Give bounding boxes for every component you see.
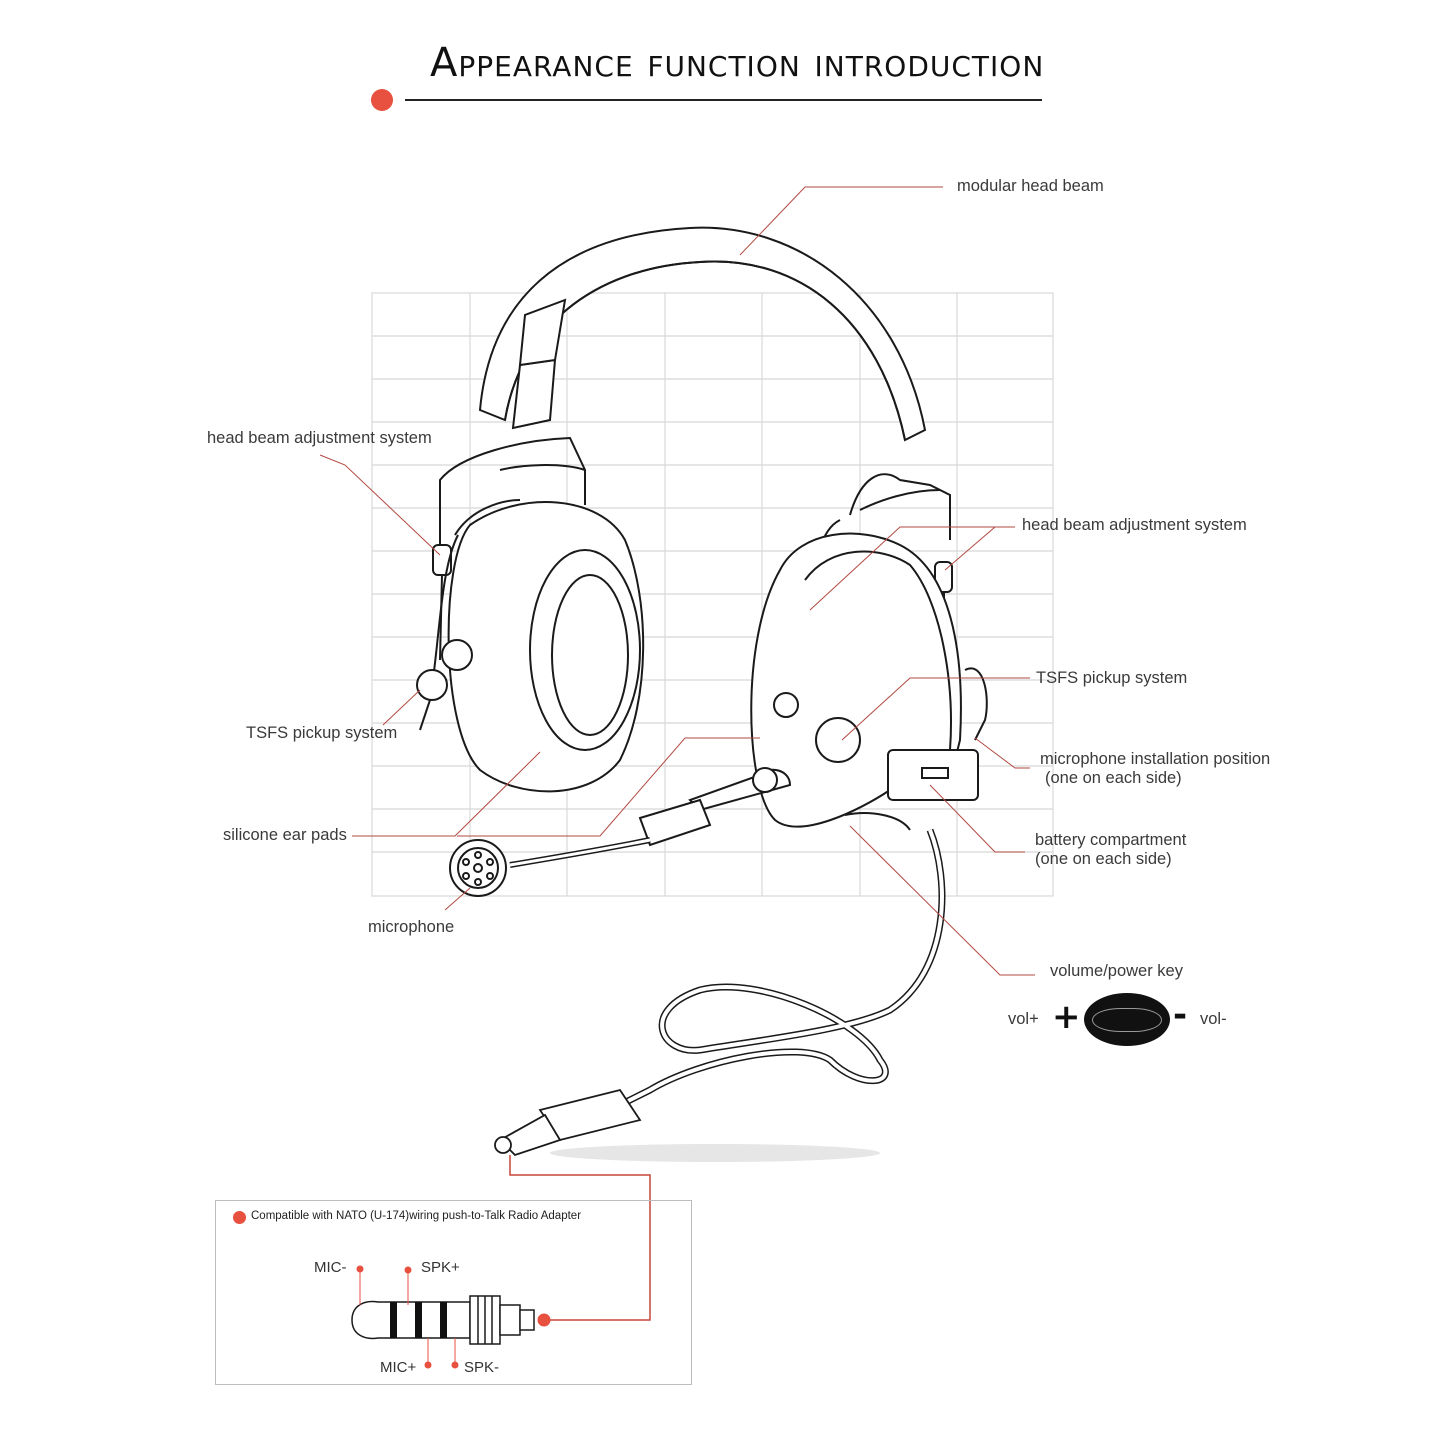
label-mic-install-position: microphone installation position (one on… xyxy=(1040,750,1270,788)
label-silicone-ear-pads: silicone ear pads xyxy=(223,826,347,844)
label-head-beam-adjustment-left: head beam adjustment system xyxy=(207,429,432,447)
pin-label-spk-plus: SPK+ xyxy=(421,1259,460,1276)
nato-pin-markers xyxy=(356,1265,551,1369)
page-title: Appearance function introduction xyxy=(430,40,1045,86)
label-microphone: microphone xyxy=(368,918,455,936)
vol-minus-label: vol- xyxy=(1200,1010,1227,1028)
nato-plug-diagram xyxy=(351,1295,535,1345)
plus-icon: + xyxy=(1052,997,1081,1037)
nato-adapter-title: Compatible with NATO (U-174)wiring push-… xyxy=(251,1210,582,1222)
pin-label-spk-minus: SPK- xyxy=(464,1359,500,1376)
pin-label-mic-plus: MIC+ xyxy=(380,1359,417,1376)
label-battery-line2: (one on each side) xyxy=(1035,850,1172,868)
volume-key-icon xyxy=(1084,993,1170,1046)
label-volume-power-key: volume/power key xyxy=(1050,962,1183,980)
headset-cable xyxy=(618,828,946,1109)
label-battery-compartment: battery compartment (one on each side) xyxy=(1035,831,1186,869)
title-accent-dot xyxy=(371,89,393,111)
leader-lines xyxy=(319,186,1035,1321)
title-underline xyxy=(405,99,1042,101)
nato-adapter-panel: Compatible with NATO (U-174)wiring push-… xyxy=(215,1200,692,1385)
minus-icon: - xyxy=(1173,995,1188,1035)
nato-accent-dot xyxy=(233,1211,246,1224)
vol-plus-label: vol+ xyxy=(1008,1010,1039,1028)
pin-label-mic-minus: MIC- xyxy=(314,1259,347,1276)
label-mic-install-line1: microphone installation position xyxy=(1040,750,1271,768)
label-mic-install-line2: (one on each side) xyxy=(1045,769,1182,787)
label-tsfs-right: TSFS pickup system xyxy=(1036,669,1188,687)
nato-connector xyxy=(494,1088,880,1162)
volume-key-inner xyxy=(1092,1008,1162,1032)
label-tsfs-left: TSFS pickup system xyxy=(246,724,398,742)
label-modular-head-beam: modular head beam xyxy=(957,177,1104,195)
label-head-beam-adjustment-right: head beam adjustment system xyxy=(1022,516,1247,534)
label-battery-line1: battery compartment xyxy=(1035,831,1187,849)
headset-outline xyxy=(416,226,988,897)
